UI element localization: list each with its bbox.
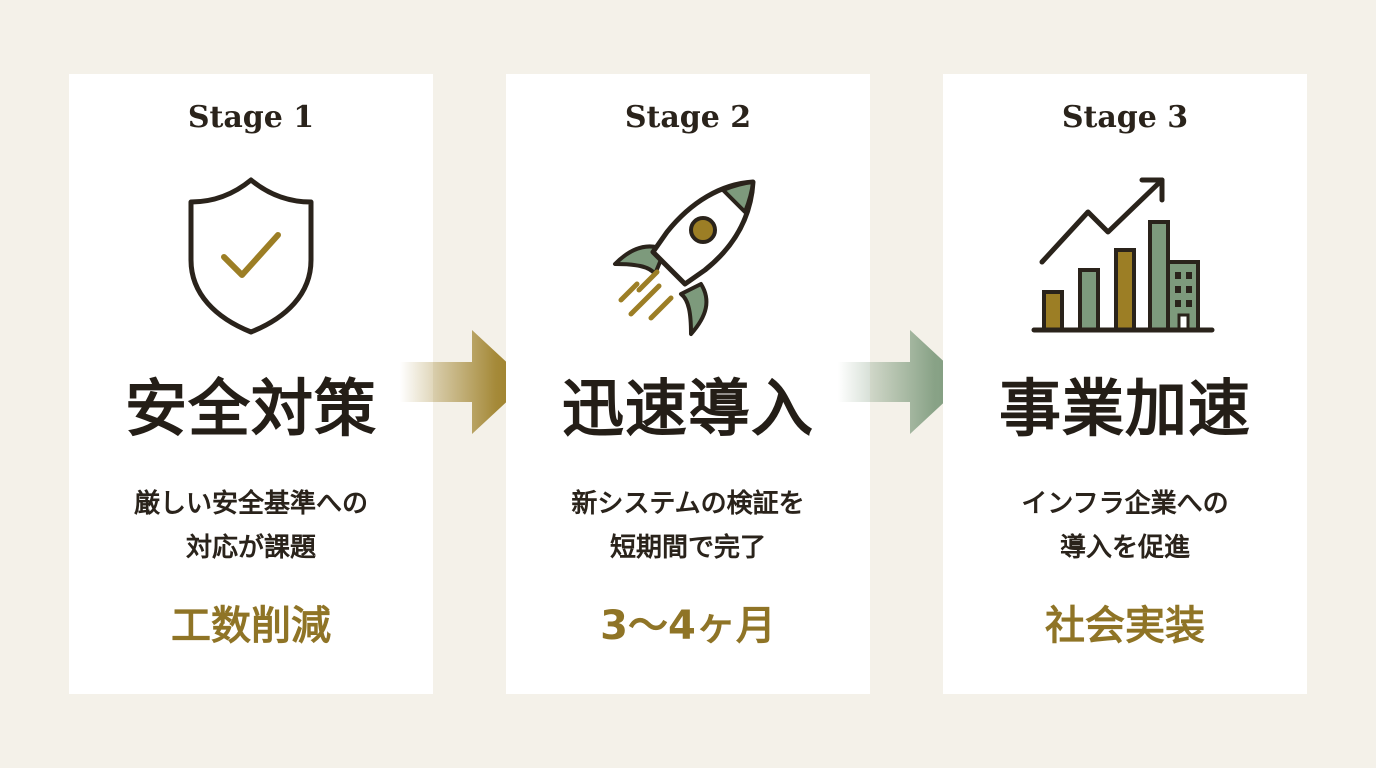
stage-card-2: Stage 2 迅速導入 新システムの検証を 短期間で完了 3〜4ヶ月: [506, 74, 870, 694]
flow-arrow-1: [400, 326, 530, 438]
shield-check-icon: [69, 172, 433, 342]
stage-title: 事業加速: [998, 372, 1251, 445]
stage-label: Stage 3: [1061, 100, 1189, 135]
stage-description: 厳しい安全基準への 対応が課題: [133, 489, 368, 563]
flow-arrow-2: [838, 326, 968, 438]
stage-card-1: Stage 1 安全対策 厳しい安全基準への 対応が課題 工数削減: [69, 74, 433, 694]
stage-result: 工数削減: [171, 603, 331, 649]
rocket-icon: [506, 172, 870, 342]
stage-title: 迅速導入: [561, 372, 814, 445]
stage-title: 安全対策: [124, 372, 377, 445]
stage-description: インフラ企業への 導入を促進: [1021, 489, 1229, 563]
stage-result: 3〜4ヶ月: [600, 603, 776, 649]
growth-chart-icon: [943, 172, 1307, 342]
stage-result: 社会実装: [1045, 603, 1205, 649]
stage-description: 新システムの検証を 短期間で完了: [571, 489, 805, 563]
stage-card-3: Stage 3 事業加速 インフラ企業への 導入を促進 社会実装: [943, 74, 1307, 694]
stage-label: Stage 2: [624, 100, 752, 135]
stage-label: Stage 1: [187, 100, 315, 135]
